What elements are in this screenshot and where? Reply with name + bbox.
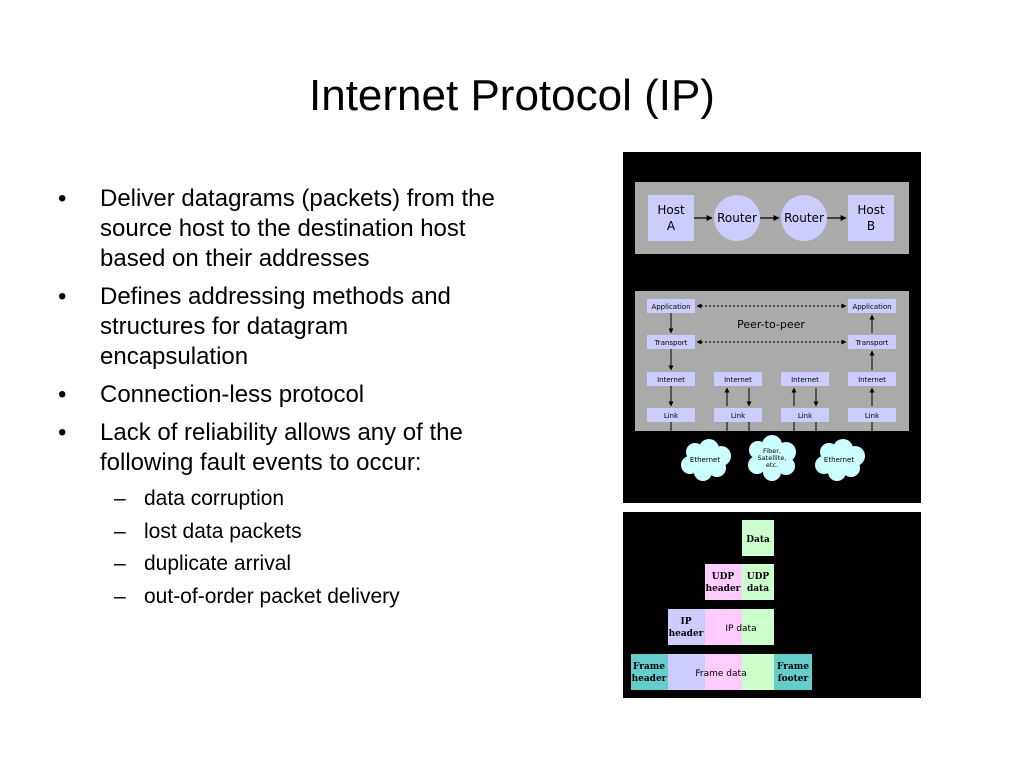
- udp-header-label: header: [706, 584, 741, 594]
- bullet-text: Deliver datagrams (packets) from the sou…: [100, 185, 495, 272]
- sub-bullet-marker: –: [114, 584, 126, 608]
- transport-label: Transport: [855, 339, 889, 347]
- fiber-satellite-cloud: Fiber, Satellite, etc.: [748, 435, 796, 481]
- sub-bullet-text: out-of-order packet delivery: [144, 584, 400, 608]
- ethernet-cloud: Ethernet: [681, 439, 731, 481]
- bullet-marker: •: [58, 419, 67, 446]
- internet-box: [647, 372, 695, 386]
- frame-footer-label: Frame: [777, 662, 809, 672]
- frame-data-block: [668, 654, 705, 690]
- peer-to-peer-label: Peer-to-peer: [737, 318, 805, 331]
- data-label: Data: [746, 535, 770, 545]
- sub-bullet-text: lost data packets: [144, 519, 302, 543]
- transport-box: [647, 335, 695, 349]
- router-1-label: Router: [717, 211, 757, 225]
- udp-data-label: UDP: [747, 572, 770, 582]
- bullet-text: Defines addressing methods and structure…: [100, 283, 451, 370]
- application-box: [848, 299, 896, 313]
- host-b-label: Host: [857, 203, 885, 217]
- bullet-list: • Deliver datagrams (packets) from the s…: [58, 184, 498, 618]
- cloud-label: Ethernet: [690, 456, 720, 464]
- network-stack-svg: Host A Router Router Host B Application …: [635, 182, 909, 481]
- network-stack-diagram: Host A Router Router Host B Application …: [623, 152, 921, 503]
- frame-header-label: header: [632, 674, 667, 684]
- sub-bullet-item: – lost data packets: [100, 519, 498, 545]
- internet-label: Internet: [858, 376, 886, 384]
- frame-data-block: [742, 654, 774, 690]
- host-a-label: A: [667, 219, 676, 233]
- udp-data-block: [742, 564, 774, 600]
- udp-header-block: [705, 564, 742, 600]
- udp-header-label: UDP: [712, 572, 735, 582]
- link-label: Link: [731, 412, 746, 420]
- router-2-label: Router: [784, 211, 824, 225]
- router-1: [714, 195, 760, 241]
- bullet-item: • Defines addressing methods and structu…: [58, 282, 498, 372]
- cloud-label: Fiber,: [763, 447, 781, 455]
- cloud-label: etc.: [766, 461, 778, 469]
- internet-box: [781, 372, 829, 386]
- link-box: [781, 408, 829, 422]
- bullet-marker: •: [58, 283, 67, 310]
- data-block: [742, 520, 774, 556]
- cloud-label: Satellite,: [758, 454, 787, 462]
- application-box: [647, 299, 695, 313]
- transport-box: [848, 335, 896, 349]
- internet-label: Internet: [791, 376, 819, 384]
- encapsulation-svg: Data UDP header UDP data IP header IP da…: [631, 520, 812, 690]
- ip-header-block: [668, 609, 705, 645]
- host-b-box: [848, 195, 894, 241]
- udp-data-label: data: [747, 584, 769, 594]
- bullet-text: Connection-less protocol: [100, 381, 365, 408]
- sub-bullet-marker: –: [114, 552, 126, 575]
- sub-bullet-text: data corruption: [144, 487, 285, 510]
- link-label: Link: [664, 412, 679, 420]
- ip-header-label: IP: [681, 617, 692, 627]
- ethernet-cloud: Ethernet: [815, 439, 865, 481]
- ip-data-block: [705, 609, 742, 645]
- sub-bullet-item: – data corruption: [100, 486, 498, 512]
- frame-data-label: Frame data: [695, 669, 746, 679]
- router-2: [781, 195, 827, 241]
- host-b-label: B: [867, 219, 875, 233]
- sub-bullet-marker: –: [114, 487, 126, 510]
- sub-bullet-item: – out-of-order packet delivery: [100, 584, 498, 610]
- link-box: [647, 408, 695, 422]
- frame-footer-block: [774, 654, 812, 690]
- bullet-marker: •: [58, 381, 67, 408]
- encapsulation-diagram: Data UDP header UDP data IP header IP da…: [623, 512, 921, 698]
- bullet-marker: •: [58, 185, 67, 212]
- bullet-text: Lack of reliability allows any of the fo…: [100, 419, 463, 476]
- stack-panel: [635, 291, 909, 431]
- bullet-item: • Lack of reliability allows any of the …: [58, 418, 498, 610]
- link-box: [714, 408, 762, 422]
- sub-bullet-marker: –: [114, 519, 126, 543]
- link-box: [848, 408, 896, 422]
- bullet-item: • Connection-less protocol: [58, 380, 498, 410]
- host-a-box: [648, 195, 694, 241]
- sub-bullet-list: – data corruption – lost data packets – …: [100, 486, 498, 610]
- frame-header-block: [631, 654, 668, 690]
- host-a-label: Host: [657, 203, 685, 217]
- frame-data-block: [705, 654, 742, 690]
- ip-header-label: header: [669, 629, 704, 639]
- transport-label: Transport: [654, 339, 688, 347]
- slide-title: Internet Protocol (IP): [309, 71, 715, 120]
- ip-data-block: [742, 609, 774, 645]
- cloud-label: Ethernet: [824, 456, 854, 464]
- link-label: Link: [798, 412, 813, 420]
- internet-box: [848, 372, 896, 386]
- internet-label: Internet: [724, 376, 752, 384]
- application-label: Application: [852, 303, 891, 311]
- bullet-item: • Deliver datagrams (packets) from the s…: [58, 184, 498, 274]
- frame-footer-label: footer: [778, 674, 809, 684]
- sub-bullet-text: duplicate arrival: [144, 552, 292, 575]
- frame-header-label: Frame: [633, 662, 665, 672]
- application-label: Application: [651, 303, 690, 311]
- internet-label: Internet: [657, 376, 685, 384]
- internet-box: [714, 372, 762, 386]
- ip-data-label: IP data: [725, 624, 756, 634]
- sub-bullet-item: – duplicate arrival: [100, 551, 498, 577]
- link-label: Link: [865, 412, 880, 420]
